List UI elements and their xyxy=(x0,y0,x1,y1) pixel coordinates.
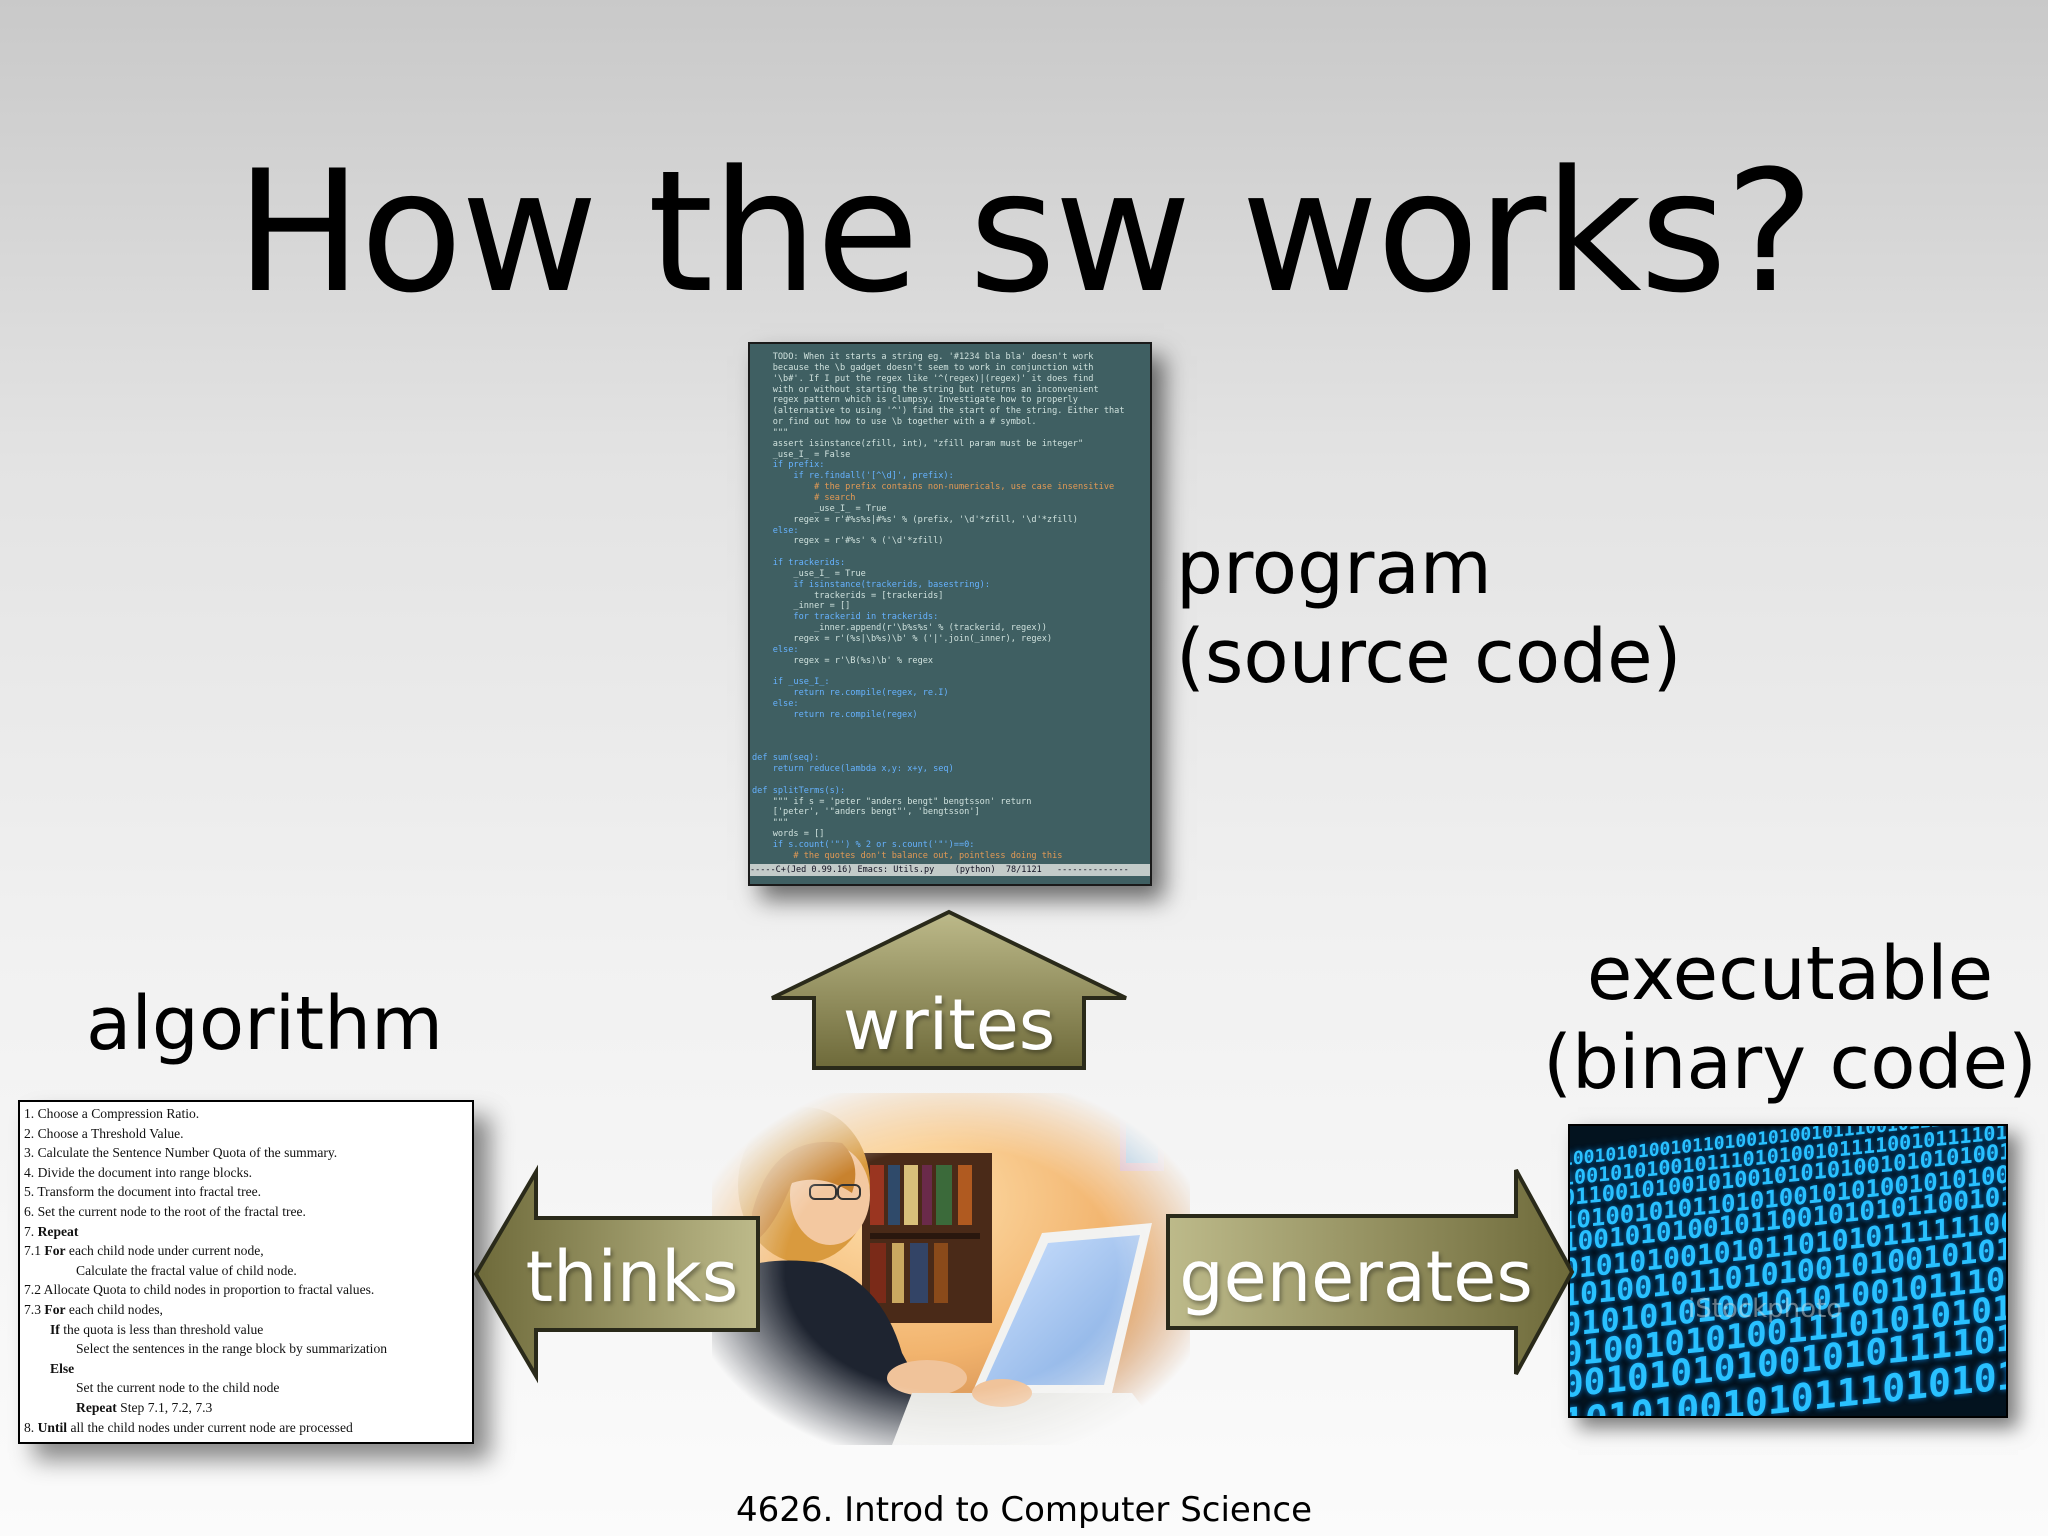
algorithm-step: Select the sentences in the range block … xyxy=(76,1341,388,1357)
algorithm-step: 1. Choose a Compression Ratio. xyxy=(24,1106,200,1121)
code-line: for trackerid in trackerids: xyxy=(752,612,939,623)
code-line: else: xyxy=(752,525,799,536)
programmer-photo xyxy=(712,1093,1190,1445)
code-line: if trackerids: xyxy=(752,558,846,569)
code-line: return re.compile(regex, re.I) xyxy=(752,688,949,699)
code-line: regex = r'#%s%s|#%s' % (prefix, '\d'*zfi… xyxy=(752,514,1078,525)
writes-arrow xyxy=(771,909,1127,1070)
code-line: if re.findall('[^\d]', prefix): xyxy=(752,471,954,482)
code-line: regex = r'\B(%s)\b' % regex xyxy=(752,655,934,666)
algorithm-step: Set the current node to the child node xyxy=(76,1380,280,1396)
code-line xyxy=(752,732,1150,743)
code-line: """ xyxy=(752,818,789,829)
algorithm-step: 5. Transform the document into fractal t… xyxy=(24,1184,262,1200)
code-line: # search xyxy=(752,492,856,503)
algorithm-step: 6. Set the current node to the root of t… xyxy=(24,1204,306,1219)
algorithm-step: 7.1 For each child node under current no… xyxy=(24,1243,264,1259)
code-line: if prefix: xyxy=(752,460,825,471)
code-line: because the \b gadget doesn't seem to wo… xyxy=(752,362,1094,373)
code-line: regex pattern which is clumpsy. Investig… xyxy=(752,395,1078,406)
code-line: or find out how to use \b together with … xyxy=(752,417,1037,428)
executable-label-line1: executable xyxy=(1586,931,1994,1017)
code-line xyxy=(752,775,1150,786)
code-line: # the quotes don't balance out, pointles… xyxy=(752,850,1063,861)
code-line: return re.compile(regex) xyxy=(752,709,918,720)
executable-label-line2: (binary code) xyxy=(1543,1019,2037,1106)
algorithm-step: Repeat Step 7.1, 7.2, 7.3 xyxy=(76,1400,213,1415)
algorithm-steps-card: 1. Choose a Compression Ratio. 2. Choose … xyxy=(18,1100,474,1444)
writes-label: writes xyxy=(842,984,1056,1066)
slide-footer: 4626. Introd to Computer Science xyxy=(735,1490,1313,1530)
code-line xyxy=(752,742,1150,753)
algorithm-step: 4. Divide the document into range blocks… xyxy=(24,1164,253,1180)
algorithm-label: algorithm xyxy=(86,981,444,1067)
code-line: TODO: When it starts a string eg. '#1234… xyxy=(752,352,1094,362)
algorithm-step: Else xyxy=(50,1360,75,1376)
source-code-screenshot: TODO: When it starts a string eg. '#1234… xyxy=(748,342,1152,886)
code-line: with or without starting the string but … xyxy=(752,384,1099,395)
code-line: ['peter', '"anders bengt"', 'bengtsson'] xyxy=(752,807,980,818)
code-line: _use_I_ = False xyxy=(752,449,851,460)
algorithm-step: 7.3 For each child nodes, xyxy=(24,1302,163,1317)
slide-title: How the sw works? xyxy=(235,134,1815,330)
generates-arrow xyxy=(1166,1169,1575,1375)
algorithm-step: Calculate the fractal value of child nod… xyxy=(76,1262,297,1278)
generates-label: generates xyxy=(1179,1236,1533,1318)
code-line: if _use_I_: xyxy=(752,677,830,688)
watermark-text: iStockphoto xyxy=(1688,1294,1843,1324)
code-line: return reduce(lambda x,y: x+y, seq) xyxy=(752,764,954,775)
program-label: program (source code) xyxy=(1176,524,1681,702)
code-line: regex = r'#%s' % ('\d'*zfill) xyxy=(752,536,944,547)
algorithm-step: 7.2 Allocate Quota to child nodes in pro… xyxy=(24,1282,375,1298)
algorithm-step: 7. Repeat xyxy=(24,1223,79,1239)
editor-status-bar: -----C+(Jed 0.99.16) Emacs: Utils.py (py… xyxy=(750,864,1150,876)
code-line: else: xyxy=(752,644,799,655)
algorithm-step: 2. Choose a Threshold Value. xyxy=(24,1125,184,1141)
code-line xyxy=(752,666,1150,677)
thinks-label: thinks xyxy=(525,1236,739,1318)
code-line xyxy=(752,547,1150,558)
code-line: assert isinstance(zfill, int), "zfill pa… xyxy=(752,438,1084,449)
code-line: regex = r'(%s|\b%s)\b' % ('|'.join(_inne… xyxy=(752,633,1053,644)
code-line: _use_I_ = True xyxy=(752,568,866,579)
code-line: (alternative to using '^') find the star… xyxy=(752,406,1125,417)
code-line: def sum(seq): xyxy=(752,753,820,764)
code-line: words = [] xyxy=(752,829,825,840)
code-line: """ xyxy=(752,427,789,438)
program-label-line2: (source code) xyxy=(1176,613,1682,700)
code-line: '\b#'. If I put the regex like '^(regex)… xyxy=(752,373,1094,384)
executable-label: executable (binary code) xyxy=(1540,930,2040,1108)
program-label-line1: program xyxy=(1176,525,1492,611)
code-line: if s.count('"') % 2 or s.count('"')==0: xyxy=(752,839,975,850)
thinks-arrow xyxy=(473,1164,760,1384)
code-line: _use_I_ = True xyxy=(752,503,887,514)
algorithm-step: 8. Until all the child nodes under curre… xyxy=(24,1419,353,1435)
algorithm-step: If the quota is less than threshold valu… xyxy=(50,1321,264,1337)
code-line xyxy=(752,721,1150,732)
code-line: _inner = [] xyxy=(752,601,851,612)
code-line: def splitTerms(s): xyxy=(752,785,846,796)
code-line: """ if s = 'peter "anders bengt" bengtss… xyxy=(752,796,1032,807)
code-line: # the prefix contains non-numericals, us… xyxy=(752,482,1115,493)
code-line: _inner.append(r'\b%s%s' % (trackerid, re… xyxy=(752,623,1047,634)
code-listing: TODO: When it starts a string eg. '#1234… xyxy=(752,352,1150,862)
algorithm-step: 3. Calculate the Sentence Number Quota o… xyxy=(24,1145,338,1161)
code-line: if isinstance(trackerids, basestring): xyxy=(752,579,990,590)
code-line: else: xyxy=(752,699,799,709)
code-line: trackerids = [trackerids] xyxy=(752,590,944,601)
